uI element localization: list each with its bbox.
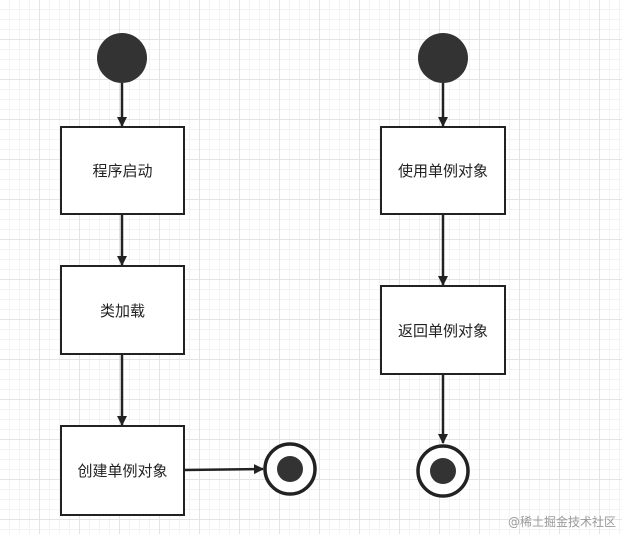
right-start-node — [418, 33, 468, 83]
watermark: @稀土掘金技术社区 — [507, 515, 616, 529]
program-start-label: 程序启动 — [92, 162, 153, 180]
return-singleton-label: 返回单例对象 — [397, 321, 488, 340]
use-singleton-box: 使用单例对象 — [380, 126, 506, 215]
return-singleton-box: 返回单例对象 — [380, 285, 506, 375]
create-singleton-box: 创建单例对象 — [60, 425, 185, 516]
program-start-box: 程序启动 — [60, 126, 185, 215]
class-load-label: 类加载 — [99, 301, 145, 320]
arrow-create-singleton-to-end — [183, 464, 264, 475]
left-start-node — [97, 33, 147, 83]
class-load-box: 类加载 — [60, 265, 185, 355]
right-end-node — [416, 444, 470, 498]
use-singleton-label: 使用单例对象 — [397, 162, 488, 180]
left-end-node — [263, 442, 317, 496]
create-singleton-label: 创建单例对象 — [77, 462, 168, 480]
